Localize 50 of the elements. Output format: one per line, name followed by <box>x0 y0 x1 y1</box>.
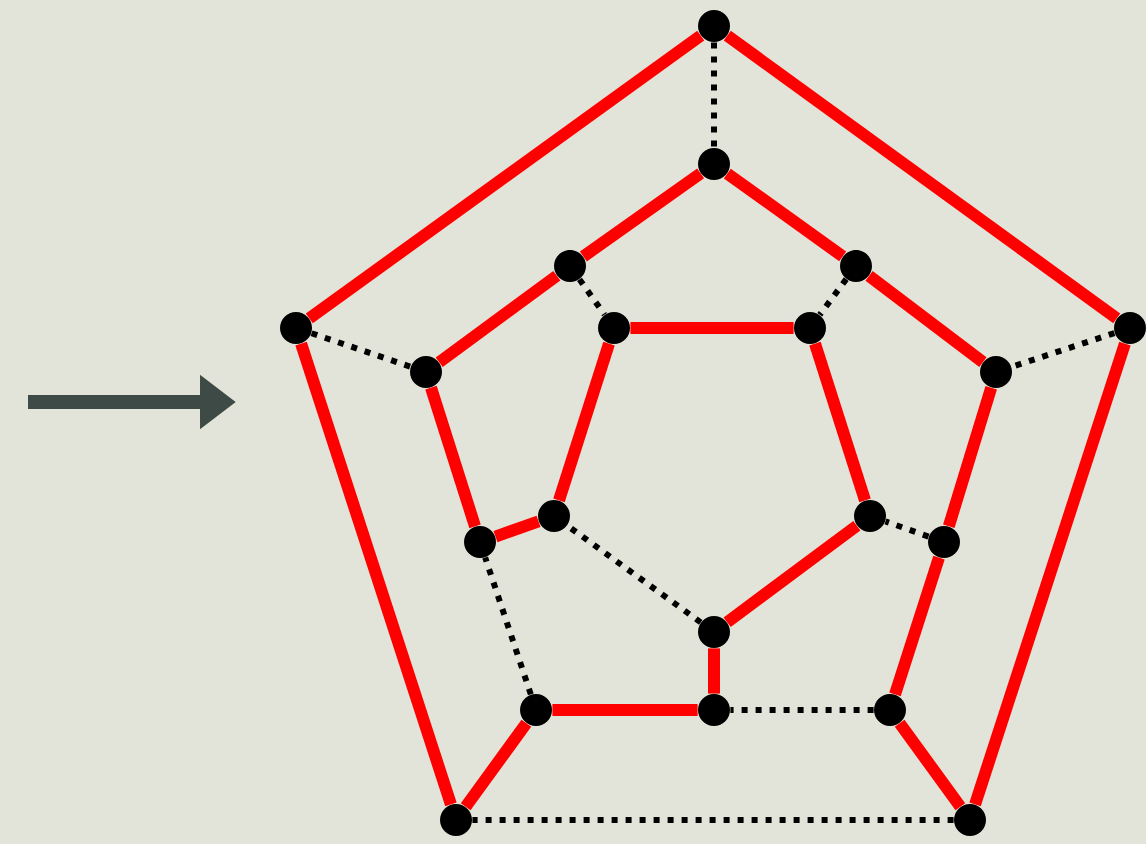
edge-line <box>493 515 541 543</box>
vertex-dot <box>440 804 472 836</box>
edge-line <box>889 555 945 697</box>
vertex-dot <box>698 148 730 180</box>
vertex-dot <box>464 526 496 558</box>
edge-line <box>969 341 1131 807</box>
vertex-dot <box>874 694 906 726</box>
vertex-dot <box>980 356 1012 388</box>
edge-line <box>435 270 561 368</box>
edge-line <box>553 341 615 503</box>
edge-line <box>723 30 1121 324</box>
edge-line <box>894 719 966 811</box>
dotted-edge <box>565 523 703 625</box>
vertex-dot <box>698 10 730 42</box>
edge-line <box>630 322 794 334</box>
edge-line <box>305 30 705 324</box>
vertex-dot <box>698 694 730 726</box>
dotted-edge <box>711 42 717 148</box>
vertex-dot <box>854 500 886 532</box>
vertex-dot <box>840 250 872 282</box>
edge-line <box>460 719 532 811</box>
vertex-dot <box>698 616 730 648</box>
dotted-edge <box>884 518 930 540</box>
dotted-edge <box>472 817 954 823</box>
vertex-dot <box>954 804 986 836</box>
edge-line <box>943 385 997 529</box>
edge-line <box>723 520 861 627</box>
vertex-dot <box>410 356 442 388</box>
edge-line <box>865 271 987 367</box>
vertex-dot <box>280 312 312 344</box>
dotted-edge <box>577 277 607 317</box>
edge-line <box>425 385 481 529</box>
vertex-dot <box>1114 312 1146 344</box>
dotted-edge <box>482 556 534 696</box>
dotted-edge <box>1010 330 1116 370</box>
dotted-edge <box>817 277 849 317</box>
vertex-dot <box>794 312 826 344</box>
vertex-dot <box>520 694 552 726</box>
edge-line <box>708 648 720 694</box>
edge-line <box>579 168 705 262</box>
dotted-edge <box>310 330 412 370</box>
edge-line <box>295 341 457 807</box>
edge-line <box>809 341 871 503</box>
dotted-edge <box>730 707 874 713</box>
edge-line <box>723 168 847 262</box>
vertex-dot <box>538 500 570 532</box>
vertex-dot <box>928 526 960 558</box>
vertex-dot <box>554 250 586 282</box>
edge-line <box>552 704 698 716</box>
vertex-dot <box>598 312 630 344</box>
